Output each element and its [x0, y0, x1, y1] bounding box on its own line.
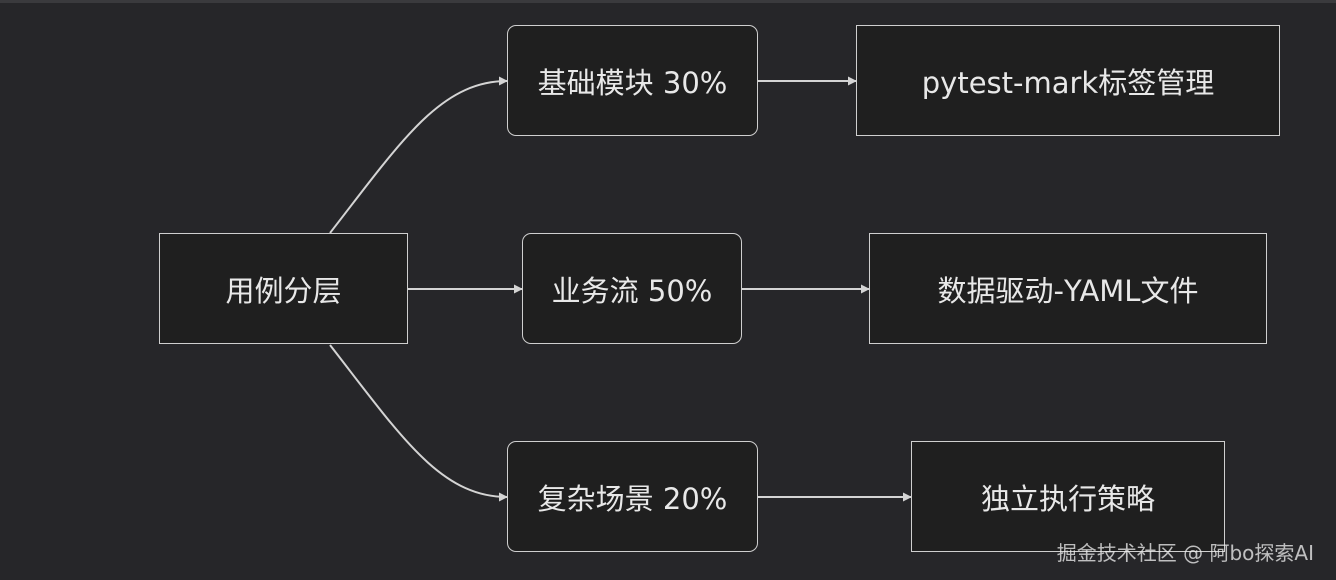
- node-pytest-mark: pytest-mark标签管理: [856, 25, 1280, 136]
- edge-root-to-basic: [329, 76, 508, 234]
- node-complex-scenario: 复杂场景 20%: [507, 441, 758, 552]
- node-business-flow-label: 业务流 50%: [551, 273, 713, 308]
- watermark: 掘金技术社区 @ 阿bo探索AI: [1056, 541, 1314, 565]
- node-root: 用例分层: [159, 233, 408, 344]
- node-data-driven-label: 数据驱动-YAML文件: [937, 273, 1199, 308]
- edge-root-to-complex: [329, 344, 508, 502]
- node-root-label: 用例分层: [225, 273, 342, 308]
- node-complex-scenario-label: 复杂场景 20%: [537, 481, 728, 516]
- node-basic-module-label: 基础模块 30%: [537, 65, 728, 100]
- node-pytest-mark-label: pytest-mark标签管理: [921, 65, 1215, 100]
- node-business-flow: 业务流 50%: [522, 233, 742, 344]
- node-independent-exec: 独立执行策略: [911, 441, 1225, 552]
- node-data-driven: 数据驱动-YAML文件: [869, 233, 1267, 344]
- node-independent-exec-label: 独立执行策略: [980, 481, 1155, 516]
- node-basic-module: 基础模块 30%: [507, 25, 758, 136]
- edges-layer: [329, 76, 912, 502]
